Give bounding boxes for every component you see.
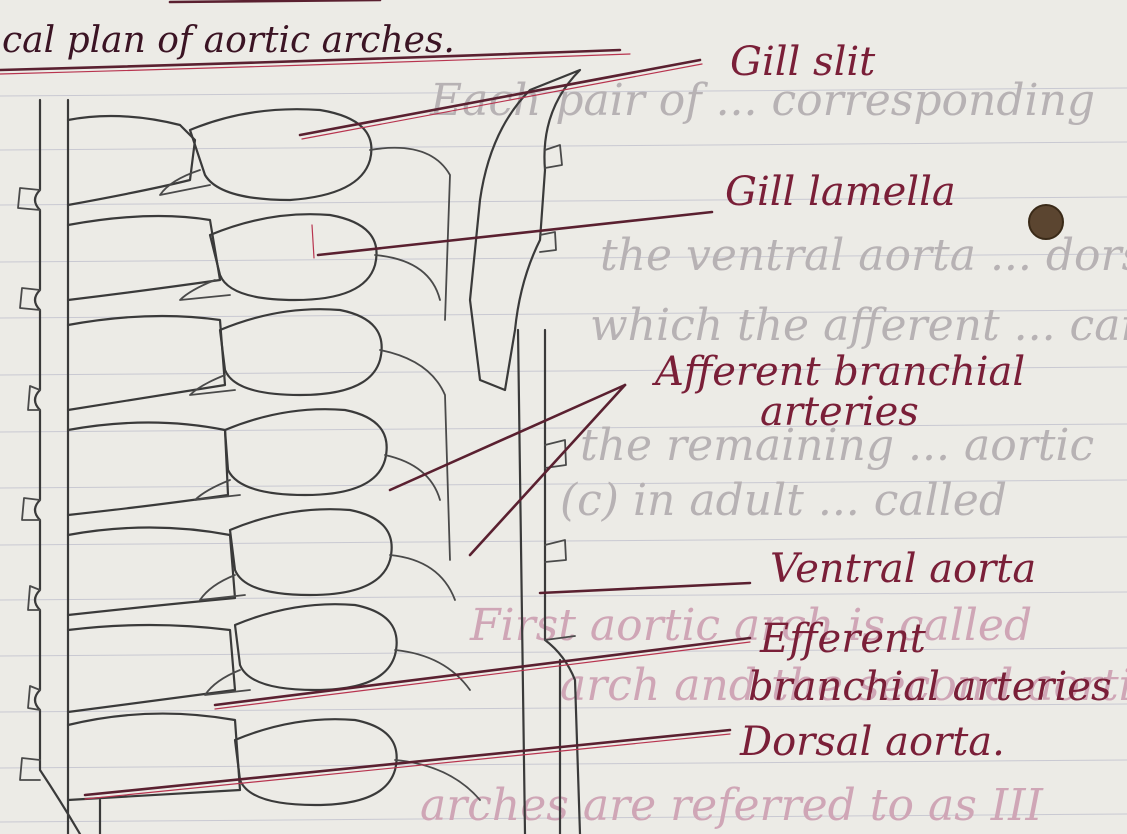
bg-note-5: (c) in adult ... called [560, 475, 1007, 526]
ventral-aorta-left-wall [518, 330, 525, 834]
aortic-arches-diagram [18, 70, 580, 834]
efferent-arteries [68, 116, 240, 800]
leader-ventral-aorta [540, 583, 750, 593]
labels: Gill slit Gill lamella Afferent branchia… [651, 39, 1111, 765]
label-gill-slit: Gill slit [730, 39, 876, 85]
heading-group: cal plan of aortic arches. [0, 0, 630, 74]
page-heading: cal plan of aortic arches. [2, 20, 455, 61]
bg-note-6: First aortic arch is called [469, 600, 1032, 651]
gill-lamellae [190, 109, 397, 805]
ventral-aorta-right-wall [545, 330, 580, 834]
afferent-arches [160, 148, 480, 800]
bg-note-3: which the afferent ... carried [590, 300, 1127, 351]
bg-note-8: arches are referred to as III [420, 780, 1045, 831]
label-afferent-line-2: arteries [760, 389, 919, 435]
label-dorsal-aorta: Dorsal aorta. [739, 719, 1005, 765]
label-ventral-aorta: Ventral aorta [770, 546, 1036, 592]
dorsal-aorta-branches [18, 188, 40, 780]
label-efferent-line-1: Efferent [759, 616, 927, 662]
label-efferent-line-2: branchial arteries [748, 664, 1111, 710]
label-gill-lamella: Gill lamella [725, 169, 956, 215]
